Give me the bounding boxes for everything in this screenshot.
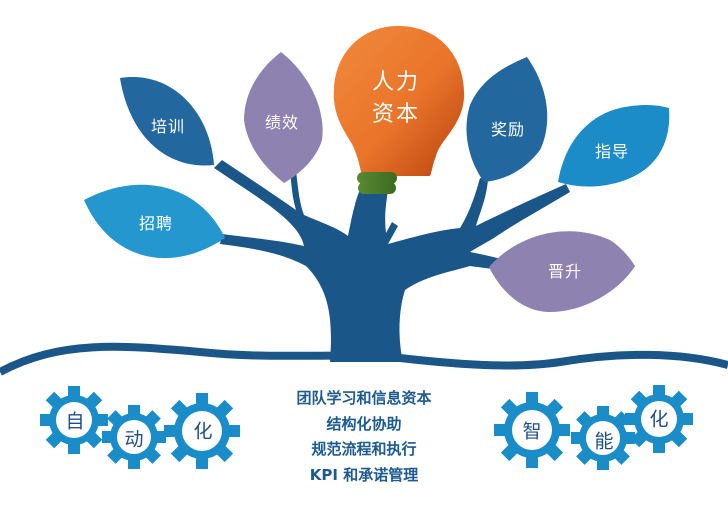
gear-label-auto-1: 自	[65, 410, 85, 433]
gear-group-automation	[40, 386, 240, 469]
leaf-coaching	[558, 105, 670, 187]
leaf-label-rewards: 奖励	[490, 120, 526, 139]
ground-wave	[0, 342, 728, 376]
leaf-performance	[244, 52, 323, 183]
leaf-label-recruiting: 招聘	[138, 214, 174, 233]
leaf-label-performance: 绩效	[264, 113, 300, 132]
leaf-promotion	[489, 231, 635, 312]
capability-item: 结构化协助	[326, 414, 402, 433]
gear-label-intel-3: 化	[649, 408, 669, 431]
bulb-label-line2: 资本	[371, 102, 421, 127]
gear-label-auto-2: 动	[124, 428, 144, 451]
gear-label-intel-1: 智	[522, 420, 542, 443]
leaf-label-promotion: 晋升	[547, 262, 583, 281]
leaf-training	[120, 76, 214, 166]
gear-label-intel-2: 能	[594, 430, 614, 453]
capability-item: 团队学习和信息资本	[296, 389, 432, 407]
capability-list: 团队学习和信息资本 结构化协助 规范流程和执行 KPI 和承诺管理	[296, 386, 431, 488]
bulb-label-line1: 人力	[371, 70, 421, 95]
leaf-label-coaching: 指导	[594, 142, 630, 161]
gear-label-auto-3: 化	[193, 420, 213, 443]
capability-item: 规范流程和执行	[311, 440, 417, 458]
capability-item: KPI 和承诺管理	[309, 465, 419, 484]
leaf-recruiting	[84, 184, 225, 259]
leaf-label-training: 培训	[150, 117, 186, 136]
lightbulb	[333, 26, 465, 194]
tree-trunk	[214, 160, 570, 362]
leaf-rewards	[466, 57, 548, 182]
